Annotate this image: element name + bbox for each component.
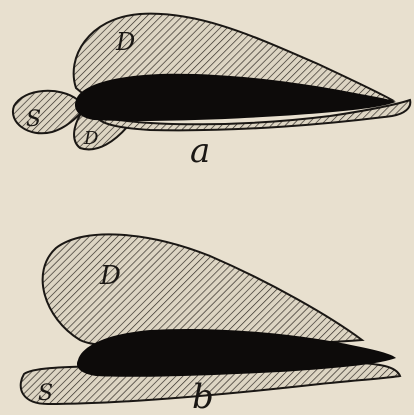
figure-b-region-label-1: S [38, 381, 53, 406]
figure-a-region-label-2: D [83, 128, 99, 149]
figure-a-region-label-0: D [115, 28, 135, 56]
figure-a-region-label-1: S [26, 107, 41, 132]
figure-b-region-label-0: D [99, 261, 121, 291]
figure-a-caption: a [190, 131, 210, 171]
figure-b-caption: b [192, 377, 214, 415]
